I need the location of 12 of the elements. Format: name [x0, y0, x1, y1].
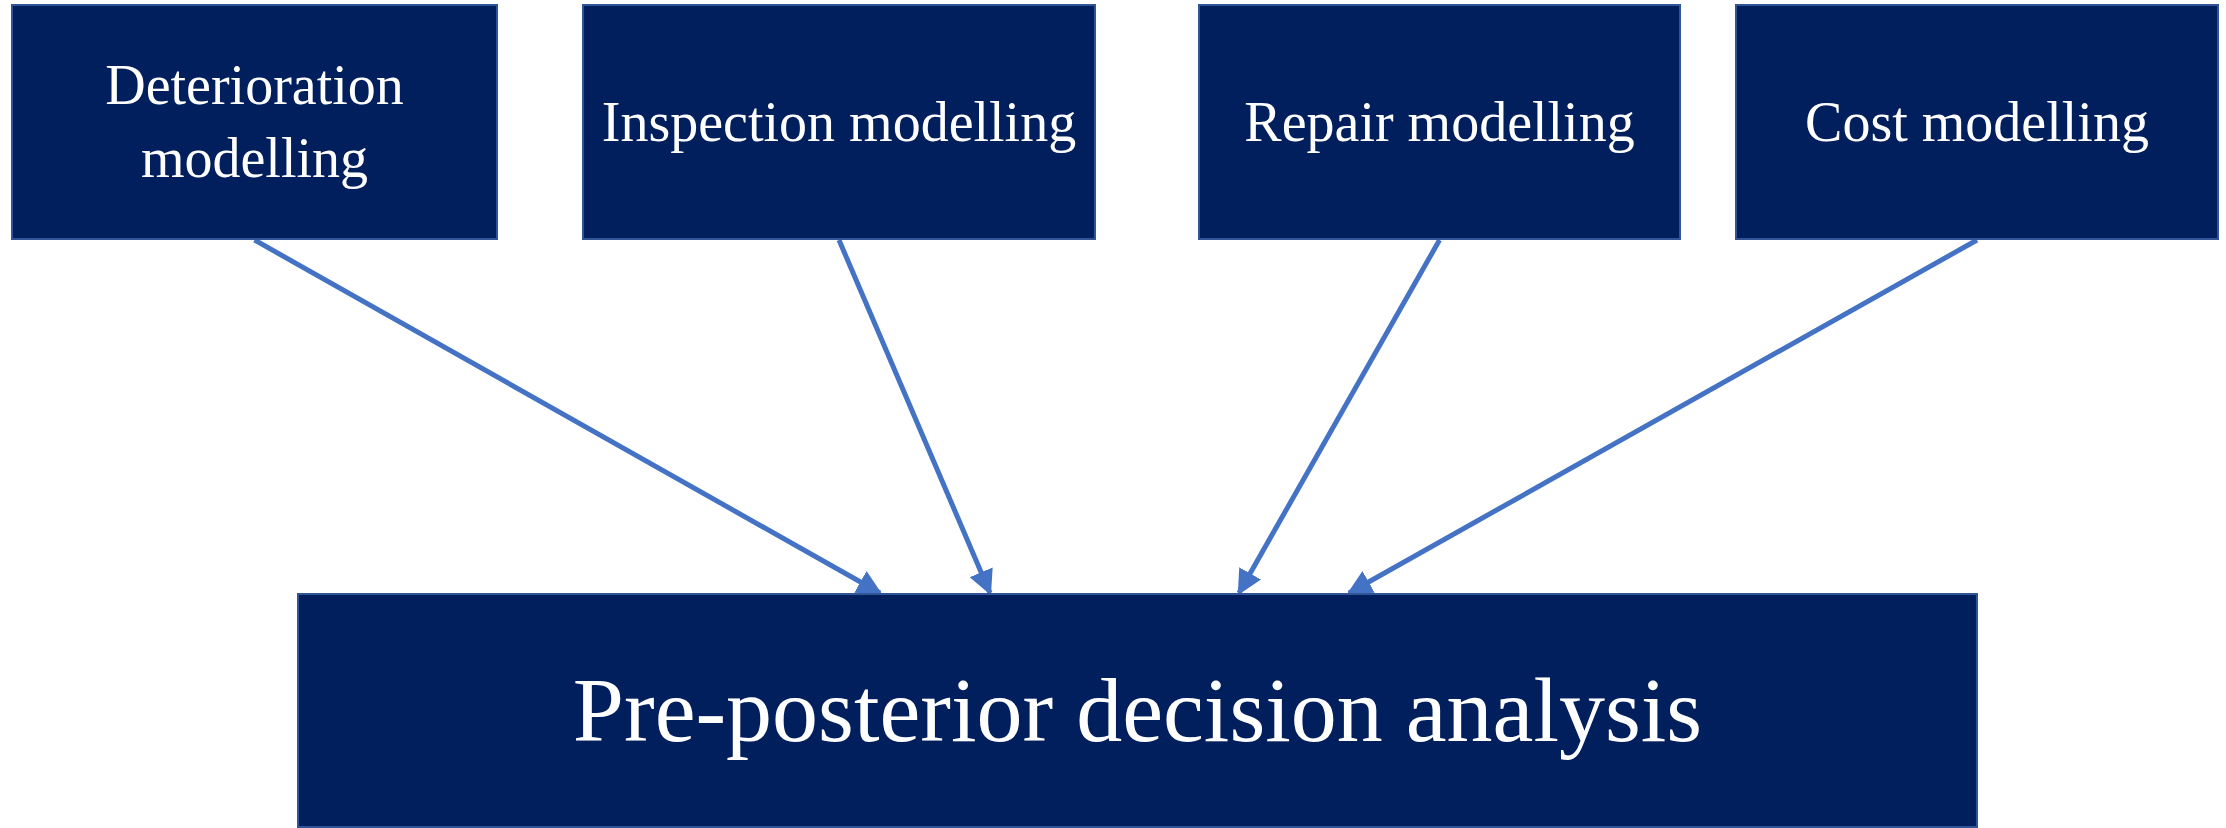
- arrow: [836, 239, 993, 596]
- box-label: Cost modelling: [1805, 89, 2149, 155]
- process-box: [1198, 4, 1681, 240]
- box-label: Pre-posterior decision analysis: [572, 658, 1703, 763]
- box-label: Deterioration modelling: [104, 53, 405, 191]
- process-box: [582, 4, 1096, 240]
- arrow: [1236, 238, 1442, 596]
- process-box: [11, 4, 498, 240]
- process-box: [1735, 4, 2219, 240]
- process-box: [297, 593, 1978, 828]
- box-label: Repair modelling: [1244, 89, 1635, 155]
- box-label: Inspection modelling: [601, 89, 1077, 155]
